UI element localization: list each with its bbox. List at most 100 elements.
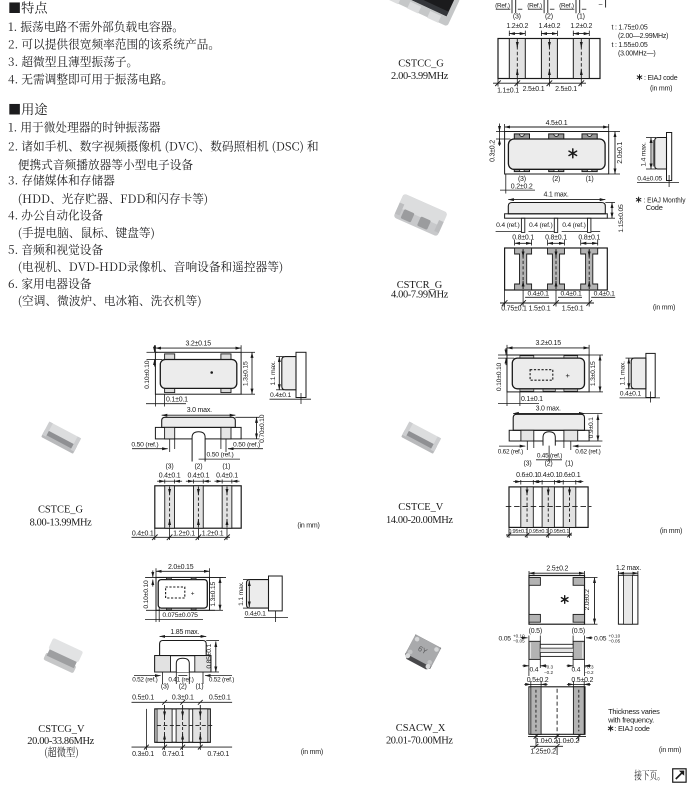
svg-text:(1): (1) — [565, 460, 573, 467]
svg-text:1.1 max.: 1.1 max. — [270, 361, 277, 386]
svg-text:20.00-33.86MHz: 20.00-33.86MHz — [27, 736, 94, 747]
svg-text:4. 无需调整即可用于振荡电路。: 4. 无需调整即可用于振荡电路。 — [8, 72, 173, 88]
svg-text:4. 办公自动化设备: 4. 办公自动化设备 — [8, 207, 103, 223]
svg-text:CSTCG_V: CSTCG_V — [38, 724, 85, 735]
svg-text:(2): (2) — [545, 460, 553, 467]
svg-text:0.75±0.1: 0.75±0.1 — [501, 305, 527, 312]
svg-text:1.4 max.: 1.4 max. — [640, 142, 647, 167]
svg-text:0.4: 0.4 — [572, 667, 581, 674]
svg-text:0.5±0.1: 0.5±0.1 — [209, 695, 231, 702]
svg-text:0.6±0.1: 0.6±0.1 — [516, 472, 538, 479]
svg-text:6Y: 6Y — [416, 644, 428, 656]
svg-text:0.52 (ref.): 0.52 (ref.) — [209, 677, 234, 684]
svg-text:0.10±0.10: 0.10±0.10 — [143, 580, 150, 609]
svg-text:(电视机、DVD-HDD录像机、音响设备和遥控器等): (电视机、DVD-HDD录像机、音响设备和遥控器等) — [18, 259, 283, 275]
svg-text:14.00-20.00MHz: 14.00-20.00MHz — [386, 515, 453, 526]
svg-text:20.01-70.00MHz: 20.01-70.00MHz — [386, 735, 453, 746]
svg-text:0.075±0.075: 0.075±0.075 — [162, 612, 198, 619]
svg-text:(2): (2) — [179, 684, 187, 691]
svg-text:1.2 max.: 1.2 max. — [616, 565, 641, 572]
svg-text:: EIAJ code: : EIAJ code — [614, 724, 649, 733]
svg-text:0.8±0.1: 0.8±0.1 — [578, 234, 600, 241]
svg-text:(2.00—2.99MHz): (2.00—2.99MHz) — [618, 33, 668, 40]
svg-text:1.4±0.2: 1.4±0.2 — [539, 23, 561, 30]
svg-text:3. 存储媒体和存储器: 3. 存储媒体和存储器 — [8, 172, 115, 188]
svg-text:4.00-7.99MHz: 4.00-7.99MHz — [391, 290, 449, 301]
svg-text:t : 1.55±0.05: t : 1.55±0.05 — [612, 42, 648, 49]
svg-text:0.4±0.1: 0.4±0.1 — [537, 472, 559, 479]
svg-text:0.62 (ref.): 0.62 (ref.) — [575, 448, 600, 455]
svg-text:(空调、微波炉、电冰箱、洗衣机等): (空调、微波炉、电冰箱、洗衣机等) — [18, 293, 202, 309]
svg-text:(in mm): (in mm) — [653, 304, 675, 311]
svg-text:(3): (3) — [513, 14, 521, 21]
svg-text:1.2±0.1: 1.2±0.1 — [173, 530, 195, 537]
svg-text:(1): (1) — [222, 463, 230, 470]
svg-text:0.4±0.1: 0.4±0.1 — [528, 290, 550, 297]
svg-text:+0.10: +0.10 — [513, 633, 525, 638]
svg-text:1.5±0.1: 1.5±0.1 — [529, 305, 551, 312]
svg-text:1.3±0.15: 1.3±0.15 — [242, 361, 249, 386]
svg-text:0.4±0.1: 0.4±0.1 — [216, 473, 238, 480]
svg-text:1.1±0.1: 1.1±0.1 — [497, 88, 519, 95]
svg-text:0.8±0.1: 0.8±0.1 — [512, 234, 534, 241]
svg-text:2. 诸如手机、数字视频摄像机 (DVC)、数码照相机 (D: 2. 诸如手机、数字视频摄像机 (DVC)、数码照相机 (DSC) 和 — [8, 138, 319, 154]
svg-text:1. 振荡电路不需外部负载电容器。: 1. 振荡电路不需外部负载电容器。 — [8, 19, 184, 35]
svg-text:3.0 max.: 3.0 max. — [187, 407, 212, 414]
svg-text:with frequency.: with frequency. — [607, 715, 654, 724]
svg-text:0.4 (ref.): 0.4 (ref.) — [562, 222, 585, 229]
svg-text:(3): (3) — [518, 176, 526, 183]
svg-text:0.3±0.2: 0.3±0.2 — [490, 140, 497, 162]
svg-text:(3.00MHz—): (3.00MHz—) — [618, 50, 655, 57]
svg-text:(0.5): (0.5) — [572, 628, 585, 635]
svg-text:: EIAJ code: : EIAJ code — [644, 75, 678, 82]
svg-text:(超微型): (超微型) — [44, 744, 78, 760]
svg-text:0.05: 0.05 — [594, 635, 607, 642]
svg-text:Thickness varies: Thickness varies — [608, 707, 660, 716]
svg-text:1.85 max.: 1.85 max. — [170, 629, 199, 636]
svg-text:(Ref.): (Ref.) — [495, 2, 510, 9]
svg-text:(in mm): (in mm) — [660, 528, 682, 535]
svg-text:8.00-13.99MHz: 8.00-13.99MHz — [30, 518, 93, 529]
svg-text:0.1±0.1: 0.1±0.1 — [521, 396, 543, 403]
svg-text:2.0±0.2: 2.0±0.2 — [584, 589, 591, 611]
svg-text:0.05: 0.05 — [499, 635, 512, 642]
svg-text:2. 可以提供很宽频率范围的该系统产品。: 2. 可以提供很宽频率范围的该系统产品。 — [8, 37, 220, 53]
svg-text:0.95±0.1: 0.95±0.1 — [508, 529, 528, 535]
svg-text:2.0±0.1: 2.0±0.1 — [617, 142, 624, 164]
svg-text:0.10±0.10: 0.10±0.10 — [144, 360, 151, 389]
svg-text:1.1 max.: 1.1 max. — [620, 361, 627, 386]
svg-text:CSTCE_V: CSTCE_V — [398, 502, 444, 513]
svg-text:1.2±0.2: 1.2±0.2 — [570, 23, 592, 30]
svg-text:(2): (2) — [194, 463, 202, 470]
svg-text:0.7±0.1: 0.7±0.1 — [162, 751, 184, 758]
svg-text:2.5±0.2: 2.5±0.2 — [546, 566, 568, 573]
svg-text:2.0±0.15: 2.0±0.15 — [168, 564, 194, 571]
svg-text:1.25±0.2: 1.25±0.2 — [530, 749, 556, 756]
svg-text:0.70±0.10: 0.70±0.10 — [259, 414, 266, 443]
svg-text:+0.3: +0.3 — [544, 665, 554, 670]
svg-text:+0.10: +0.10 — [609, 633, 621, 638]
svg-text:(3): (3) — [166, 463, 174, 470]
svg-text:1.3±0.15: 1.3±0.15 — [590, 361, 597, 386]
svg-text:6. 家用电器设备: 6. 家用电器设备 — [8, 276, 92, 292]
svg-text:(0.5): (0.5) — [529, 628, 542, 635]
svg-text:(3): (3) — [161, 684, 169, 691]
svg-text:(in mm): (in mm) — [659, 747, 681, 754]
svg-text:0.8±0.1: 0.8±0.1 — [545, 234, 567, 241]
svg-text:1.2±0.1: 1.2±0.1 — [202, 530, 224, 537]
svg-text:−0.2: −0.2 — [585, 670, 595, 675]
svg-text:4.1 max.: 4.1 max. — [543, 192, 568, 199]
svg-text:0.4 (ref.): 0.4 (ref.) — [496, 222, 519, 229]
svg-text:−0.05: −0.05 — [609, 639, 621, 644]
svg-text:3.2±0.15: 3.2±0.15 — [535, 340, 561, 347]
svg-text:2.5±0.1: 2.5±0.1 — [523, 86, 545, 93]
svg-text:~: ~ — [598, 0, 603, 9]
svg-text:0.85±0.1: 0.85±0.1 — [206, 644, 213, 669]
svg-text:0.5±0.2: 0.5±0.2 — [571, 677, 593, 684]
svg-text:0.4±0.1: 0.4±0.1 — [159, 473, 181, 480]
svg-text:接下页。: 接下页。 — [634, 767, 665, 783]
svg-text:1.5±0.1: 1.5±0.1 — [562, 305, 584, 312]
svg-text:0.7±0.1: 0.7±0.1 — [207, 751, 229, 758]
svg-text:(2): (2) — [545, 14, 553, 21]
svg-text:0.1±0.1: 0.1±0.1 — [166, 396, 188, 403]
